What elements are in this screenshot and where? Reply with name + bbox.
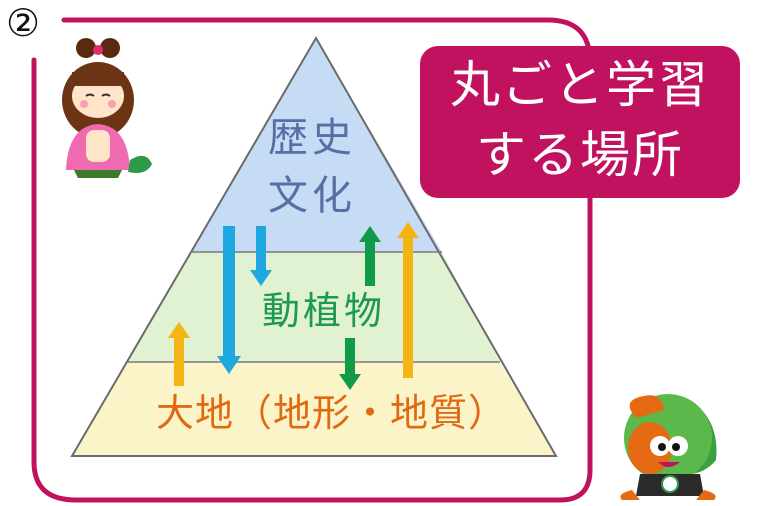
green-mascot-icon bbox=[620, 394, 717, 500]
title-line-2: する場所 bbox=[476, 126, 684, 184]
title-line-1: 丸ごと学習 bbox=[450, 56, 710, 114]
princess-mascot-icon bbox=[62, 38, 152, 178]
item-number: ② bbox=[6, 1, 41, 45]
pyramid-bottom-layer bbox=[72, 362, 556, 456]
arrow-blue-long-down bbox=[217, 226, 241, 374]
title-badge: 丸ごと学習 する場所 bbox=[420, 46, 740, 198]
arrow-yellow-short-up bbox=[168, 322, 190, 386]
frame-border bbox=[31, 17, 593, 503]
arrow-blue-short-down bbox=[250, 226, 272, 286]
pyramid-top-layer bbox=[190, 38, 442, 252]
label-earth-geology: 大地（地形・地質） bbox=[156, 391, 508, 435]
arrow-yellow-long-up bbox=[397, 222, 419, 378]
label-history: 歴史 bbox=[268, 115, 356, 161]
arrow-green-down bbox=[339, 338, 361, 390]
pyramid-outline bbox=[70, 36, 558, 457]
label-flora-fauna: 動植物 bbox=[262, 289, 386, 333]
arrow-green-up bbox=[359, 226, 381, 286]
label-culture: 文化 bbox=[268, 173, 356, 219]
